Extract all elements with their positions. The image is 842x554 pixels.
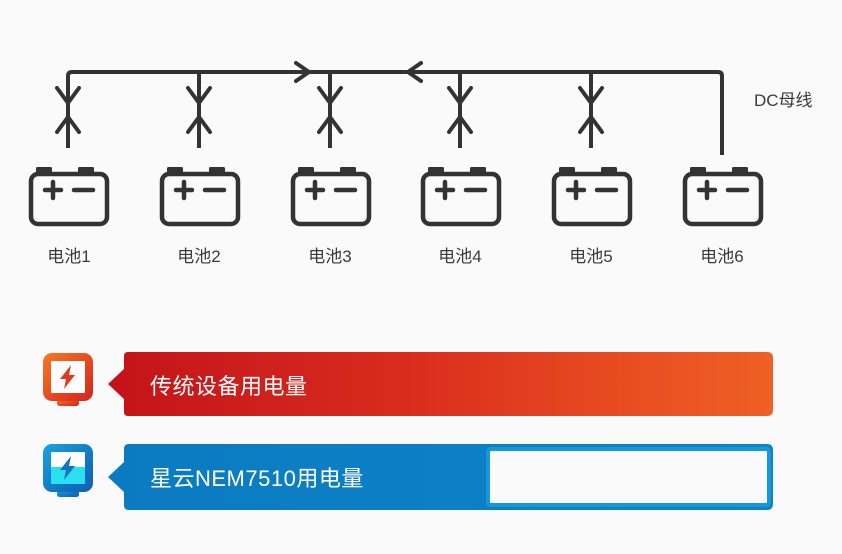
battery-branch-1: [55, 86, 81, 134]
battery-body: [551, 171, 633, 227]
arrow-down-icon: [578, 86, 604, 105]
battery-body: [682, 171, 764, 227]
arrow-up-icon: [55, 115, 81, 134]
battery-plus-sign: [565, 179, 587, 201]
legacy-consumption-bar: [108, 350, 778, 423]
device-bolt-blue-icon: [40, 441, 96, 505]
battery-body: [420, 171, 502, 227]
dc-bus-label: DC母线: [754, 91, 813, 110]
battery-icon-2: [159, 167, 241, 227]
battery-icon-6: [682, 167, 764, 227]
battery-label-5: 电池5: [569, 247, 613, 266]
battery-body: [159, 171, 241, 227]
battery-label-6: 电池6: [700, 247, 744, 266]
arrow-up-icon: [317, 115, 343, 134]
legacy-consumption-row: [0, 348, 842, 418]
battery-icon-1: [28, 167, 110, 227]
arrow-right-icon: [294, 61, 311, 83]
dc-bus-battery-diagram: 电池1 电池2 电池3 电池4 电池5 电池6 DC母线: [28, 61, 813, 266]
arrow-down-icon: [447, 86, 473, 105]
battery-body: [290, 171, 372, 227]
battery-plus-sign: [696, 179, 718, 201]
arrow-down-icon: [186, 86, 212, 105]
nem7510-consumption-bar: [108, 441, 778, 518]
battery-body: [28, 171, 110, 227]
battery-branch-4: [447, 72, 473, 148]
battery-label-3: 电池3: [308, 247, 352, 266]
device-bolt-red-icon: [40, 350, 96, 414]
battery-plus-sign: [173, 179, 195, 201]
battery-label-1: 电池1: [47, 247, 91, 266]
battery-label-4: 电池4: [438, 247, 482, 266]
battery-plus-sign: [42, 179, 64, 201]
arrow-up-icon: [447, 115, 473, 134]
battery-icon-4: [420, 167, 502, 227]
battery-icon-5: [551, 167, 633, 227]
battery-plus-sign: [304, 179, 326, 201]
battery-branch-3: [317, 72, 343, 148]
battery-branch-2: [186, 72, 212, 148]
battery-label-2: 电池2: [177, 247, 221, 266]
dc-bus-line: [66, 70, 724, 155]
arrow-up-icon: [578, 115, 604, 134]
battery-branch-5: [578, 72, 604, 148]
arrow-left-icon: [406, 61, 423, 83]
arrow-down-icon: [317, 86, 343, 105]
battery-plus-sign: [434, 179, 456, 201]
arrow-down-icon: [55, 86, 81, 105]
arrow-up-icon: [186, 115, 212, 134]
circuit-svg: [28, 61, 764, 227]
nem7510-consumption-row: [0, 439, 842, 511]
battery-icon-3: [290, 167, 372, 227]
nem7510-bar-hollow-remainder: [486, 447, 771, 507]
